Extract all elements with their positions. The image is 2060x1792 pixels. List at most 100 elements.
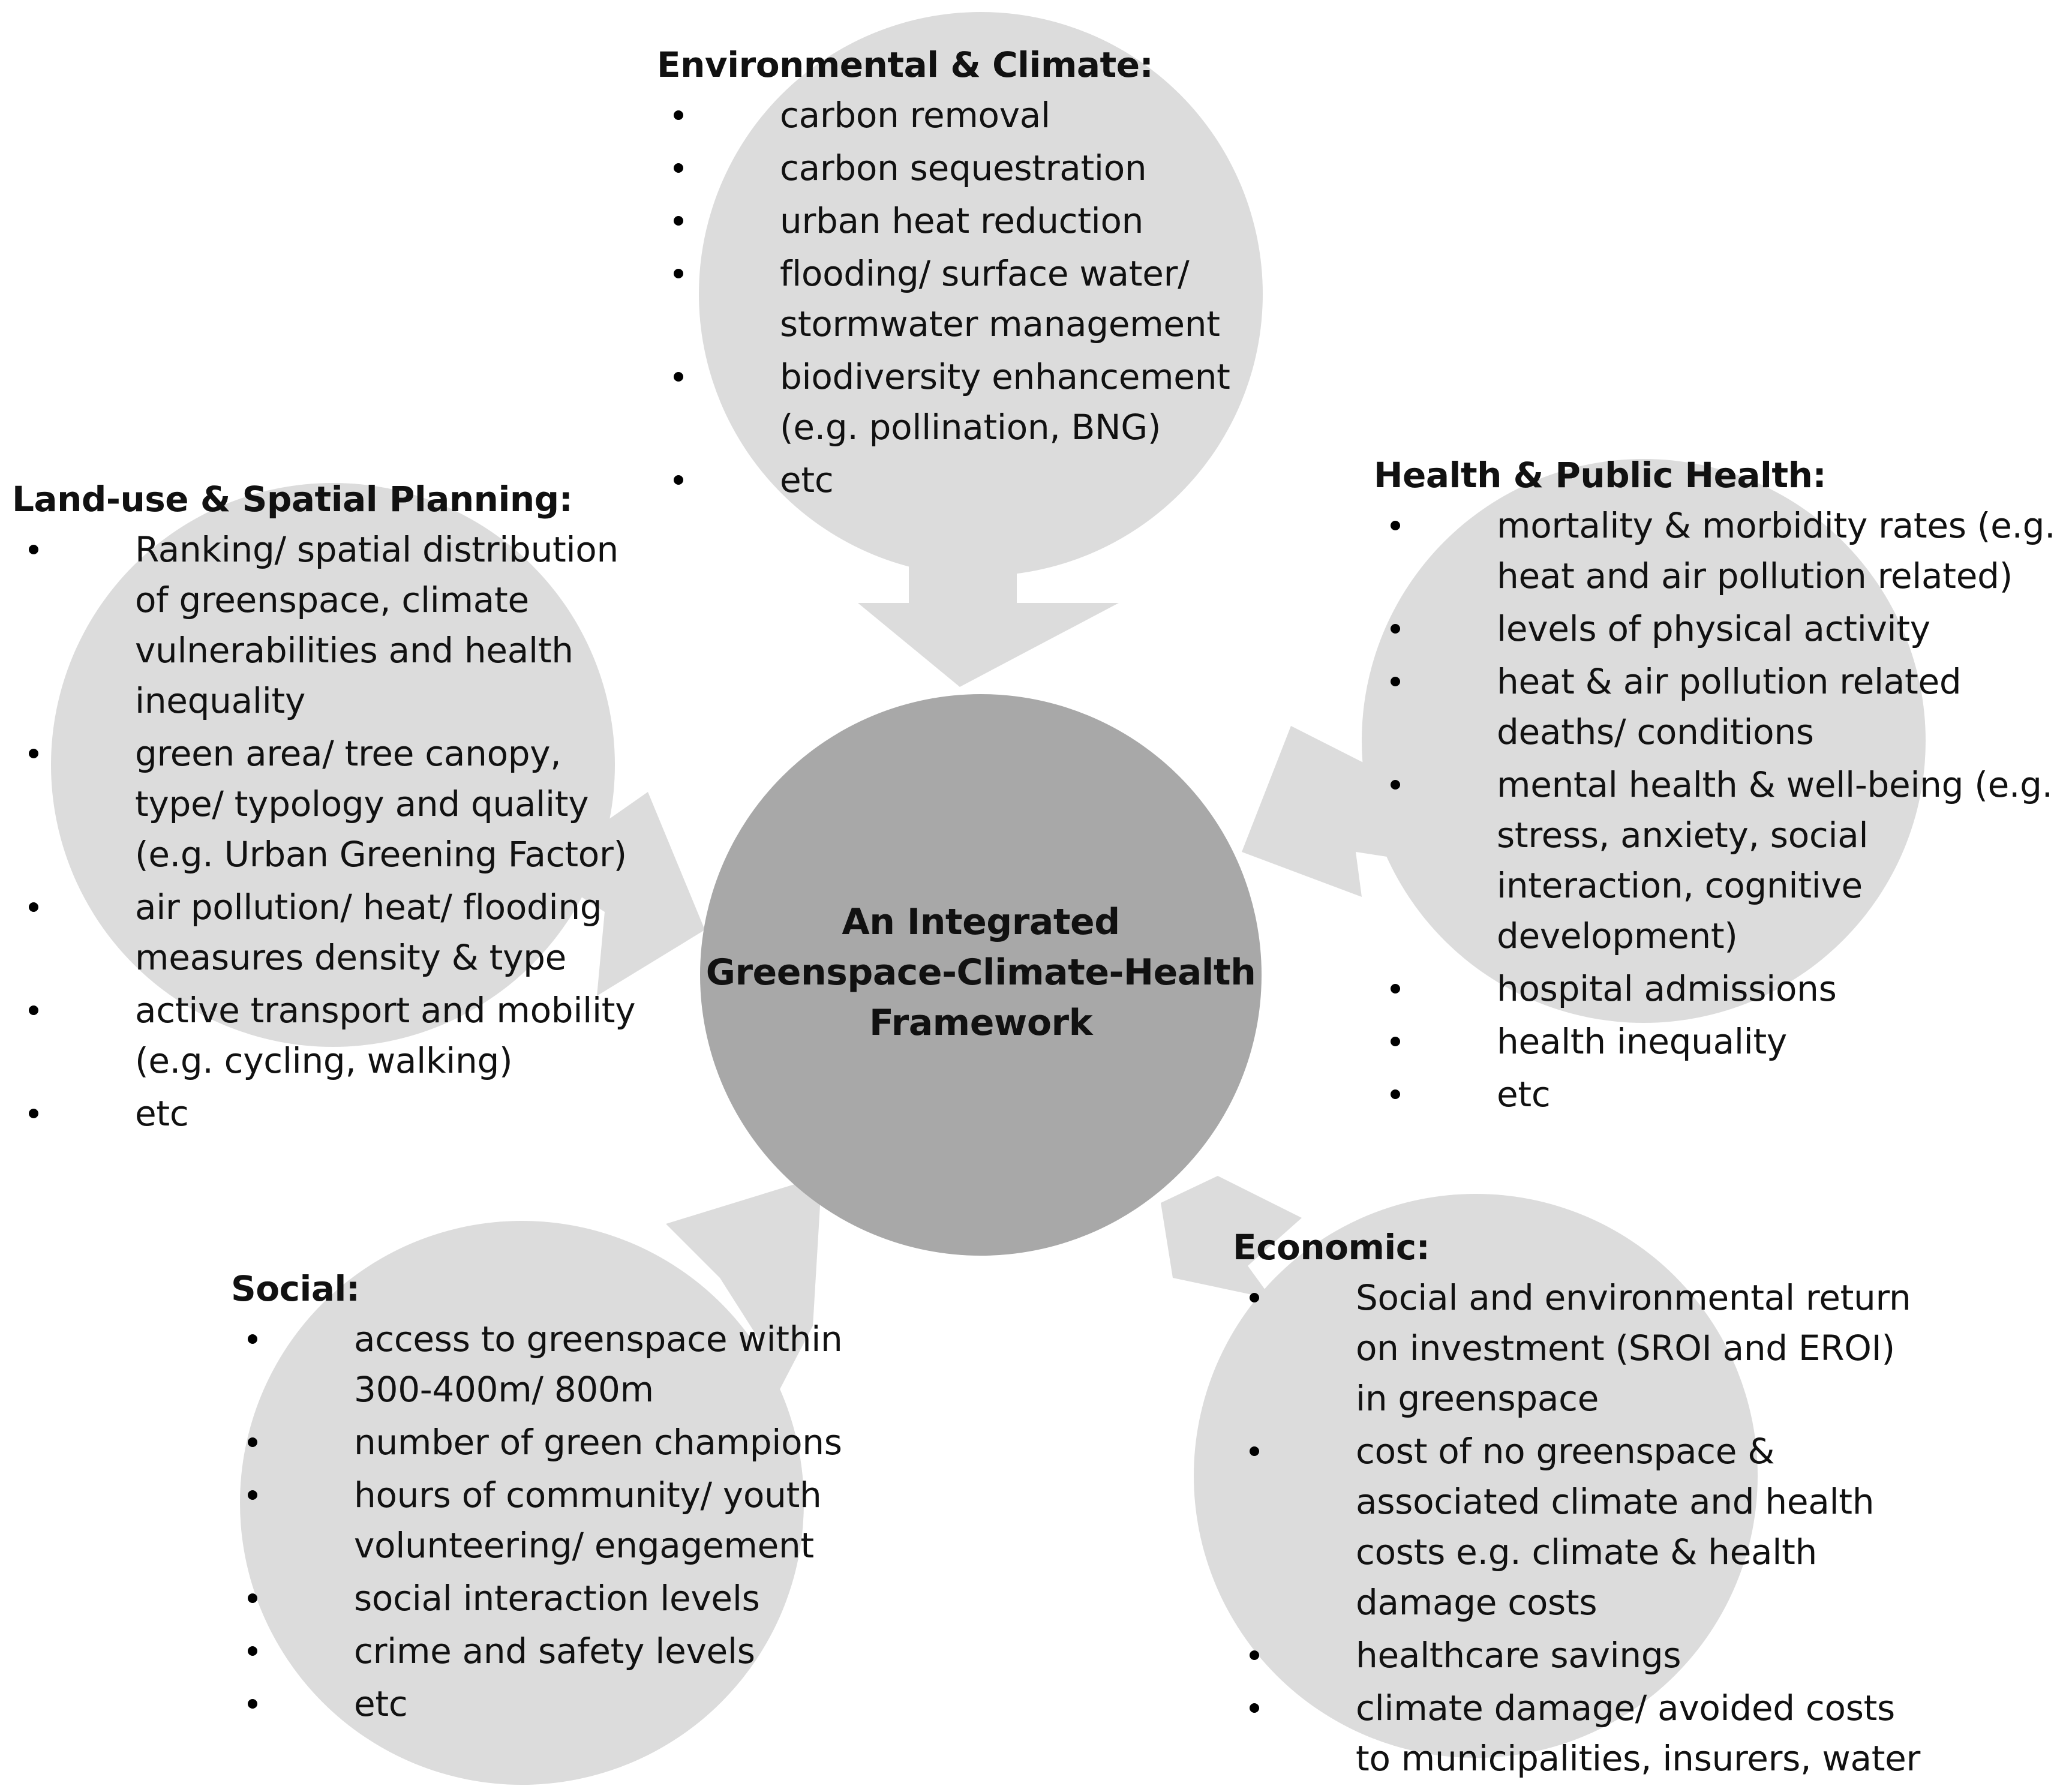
list-item-line: (e.g. Urban Greening Factor) (135, 834, 627, 875)
list-item-line: associated climate and health (1356, 1481, 1875, 1522)
list-item-line: access to greenspace within (354, 1319, 843, 1359)
center-title-line: Greenspace-Climate-Health (705, 951, 1256, 993)
list-item: etc (1374, 1069, 2055, 1119)
health-list: mortality & morbidity rates (e.g.heat an… (1374, 500, 2056, 1119)
list-item: etc (231, 1679, 842, 1729)
list-item: flooding/ surface water/stormwater manag… (657, 248, 1230, 349)
list-item: mental health & well-being (e.g. stress, … (1374, 760, 2055, 961)
landuse-title: Land-use & Spatial Planning: (12, 479, 573, 520)
list-item-line: in greenspace (1356, 1378, 1599, 1419)
center-title-line: An Integrated (842, 901, 1120, 943)
list-item-line: carbon sequestration (780, 148, 1147, 188)
list-item: access to greenspace within 300-400m/ 800… (231, 1314, 843, 1415)
list-item-line: of greenspace, climate (135, 580, 529, 620)
list-item-line: measures density & type (135, 937, 567, 978)
health-title: Health & Public Health: (1374, 455, 1827, 496)
list-item: number of green champions (231, 1417, 842, 1467)
list-item-line: on investment (SROI and EROI) (1356, 1328, 1895, 1368)
list-item-line: Ranking/ spatial distribution (135, 529, 618, 570)
arrow-from-health (1242, 726, 1440, 897)
list-item-line: costs e.g. climate & health (1356, 1532, 1817, 1572)
arrow-from-landuse (558, 792, 705, 996)
list-item-line: etc (1497, 1074, 1551, 1115)
list-item-line: etc (780, 460, 834, 500)
list-item: healthcare savings (1233, 1630, 1920, 1680)
list-item-line: number of green champions (354, 1422, 842, 1463)
list-item: climate damage/ avoided costs to municipa… (1233, 1683, 1920, 1784)
economic-circle (1194, 1194, 1758, 1758)
list-item-line: health inequality (1497, 1021, 1787, 1062)
list-item-line: stormwater management (780, 304, 1220, 344)
list-item-line: mental health & well-being (e.g. (1497, 764, 2053, 805)
list-item-line: biodiversity enhancement (780, 356, 1230, 397)
list-item-line: urban heat reduction (780, 200, 1144, 241)
list-item-line: stress, anxiety, social (1497, 815, 1869, 856)
environmental-list: carbon removal carbon sequestration urban … (657, 90, 1230, 505)
list-item-line: air pollution/ heat/ flooding (135, 887, 602, 927)
list-item: urban heat reduction (657, 196, 1230, 246)
list-item-line: damage costs (1356, 1582, 1597, 1623)
social-title: Social: (231, 1268, 360, 1309)
landuse-group: Land-use & Spatial Planning:Ranking/ spa… (12, 474, 636, 1141)
list-item: crime and safety levels (231, 1626, 842, 1676)
list-item-line: (e.g. pollination, BNG) (780, 407, 1161, 448)
arrow-from-social (666, 1176, 822, 1470)
list-item-line: interaction, cognitive (1497, 865, 1863, 906)
list-item-line: type/ typology and quality (135, 784, 589, 824)
list-item-line: etc (135, 1093, 189, 1134)
list-item-line: green area/ tree canopy, (135, 733, 561, 774)
center-circle (700, 694, 1262, 1256)
environmental-circle (699, 12, 1263, 576)
list-item: etc (12, 1088, 635, 1139)
list-item: heat & air pollution related deaths/ cond… (1374, 656, 2055, 757)
list-item-line: etc (354, 1683, 408, 1724)
health-circle (1362, 459, 1926, 1023)
social-circle (240, 1221, 804, 1785)
list-item-line: hours of community/ youth (354, 1475, 822, 1515)
list-item: Social and environmental return on invest… (1233, 1272, 1920, 1424)
arrow-from-environmental (858, 564, 1119, 687)
list-item-line: heat and air pollution related) (1497, 556, 2013, 596)
list-item: green area/ tree canopy, type/ typology a… (12, 728, 635, 880)
list-item-line: inequality (135, 680, 305, 721)
list-item-line: heat & air pollution related (1497, 661, 1962, 702)
list-item-line: vulnerabilities and health (135, 630, 573, 671)
list-item-line: hospital admissions (1497, 968, 1837, 1009)
list-item: biodiversity enhancement (e.g. pollinatio… (657, 352, 1230, 452)
landuse-list: Ranking/ spatial distribution of greenspa… (12, 524, 636, 1139)
list-item-line: 300-400m/ 800m (354, 1369, 654, 1410)
list-item: mortality & morbidity rates (e.g.heat an… (1374, 500, 2056, 601)
list-item: air pollution/ heat/ flooding measures de… (12, 882, 635, 983)
economic-title: Economic: (1233, 1227, 1430, 1268)
arrow-from-economic (1161, 1176, 1302, 1299)
list-item-line: healthcare savings (1356, 1635, 1681, 1676)
list-item: social interaction levels (231, 1573, 842, 1623)
center-title-line: Framework (869, 1002, 1093, 1044)
list-item: carbon removal (657, 90, 1230, 140)
list-item: levels of physical activity (1374, 604, 2055, 654)
environmental-title: Environmental & Climate: (657, 44, 1154, 85)
list-item: etc (657, 455, 1230, 505)
list-item-line: cost of no greenspace & (1356, 1431, 1775, 1472)
list-item-line: social interaction levels (354, 1578, 760, 1619)
health-group: Health & Public Health:mortality & morbi… (1374, 450, 2056, 1122)
economic-list: Social and environmental return on invest… (1233, 1272, 1920, 1784)
list-item-line: to municipalities, insurers, water (1356, 1738, 1921, 1779)
list-item-line: carbon removal (780, 95, 1050, 136)
landuse-circle (51, 483, 615, 1047)
list-item: hours of community/ youth volunteering/ e… (231, 1470, 842, 1571)
list-item-line: development) (1497, 915, 1738, 956)
social-list: access to greenspace within 300-400m/ 800… (231, 1314, 843, 1729)
list-item: cost of no greenspace & associated climat… (1233, 1426, 1920, 1628)
list-item-line: levels of physical activity (1497, 608, 1930, 649)
list-item-line: Social and environmental return (1356, 1277, 1911, 1318)
list-item: active transport and mobility(e.g. cycli… (12, 985, 636, 1086)
list-item-line: climate damage/ avoided costs (1356, 1688, 1895, 1728)
list-item-line: volunteering/ engagement (354, 1525, 814, 1566)
list-item-line: deaths/ conditions (1497, 712, 1814, 752)
list-item-line: active transport and mobility (135, 990, 636, 1031)
list-item: carbon sequestration (657, 143, 1230, 193)
